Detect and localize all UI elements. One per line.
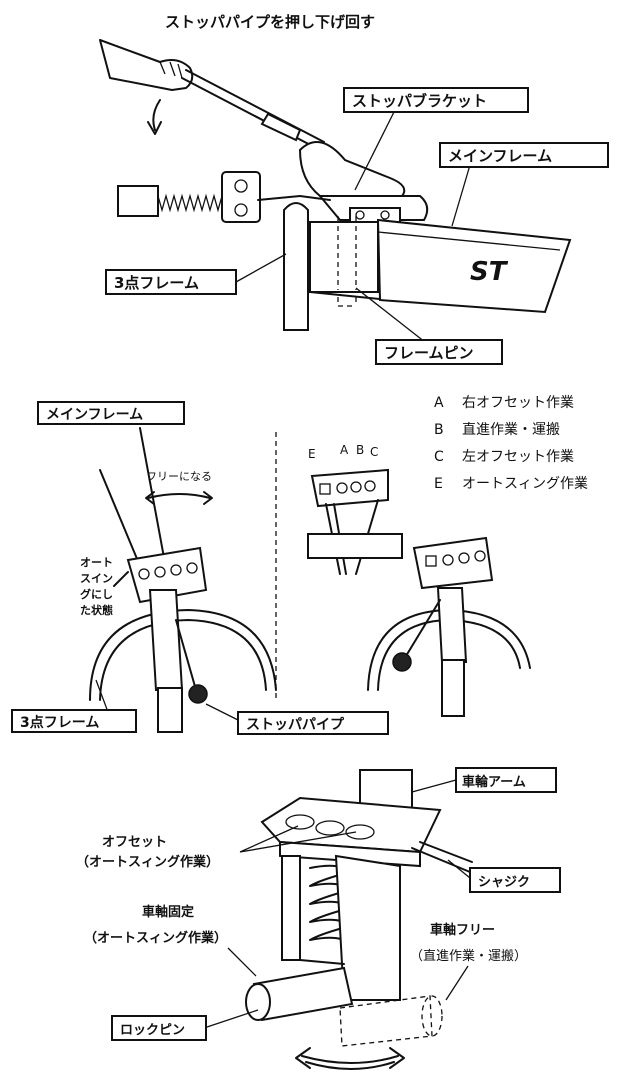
top-title: ストッパパイプを押し下げ回す	[165, 13, 375, 31]
svg-text:B: B	[434, 422, 444, 438]
hand-icon	[99, 39, 194, 91]
svg-text:3点フレーム: 3点フレーム	[20, 714, 99, 731]
down-arrow-icon	[147, 99, 162, 135]
spring-assembly	[281, 854, 401, 1001]
svg-text:メインフレーム: メインフレーム	[448, 147, 552, 165]
svg-text:スイン: スイン	[80, 572, 113, 585]
double-arrow-icon	[145, 491, 213, 505]
label-stopper-bracket: ストッパブラケット	[343, 87, 529, 113]
svg-text:ロックピン: ロックピン	[120, 1023, 185, 1038]
hole-plate-detail: E A B C	[307, 443, 403, 575]
lock-pin-free	[339, 995, 443, 1047]
label-3pt-frame-mid: 3点フレーム	[11, 709, 137, 733]
svg-text:車輪アーム: 車輪アーム	[462, 774, 526, 790]
lever-assembly-left	[148, 589, 208, 733]
cylinder-spring	[117, 171, 261, 223]
svg-text:（直進作業・運搬）: （直進作業・運搬）	[410, 948, 527, 964]
label-3pt-frame-top: 3点フレーム	[105, 269, 237, 295]
svg-text:（オートスィング作業）: （オートスィング作業）	[84, 930, 227, 946]
sector-plate-left	[113, 546, 208, 604]
svg-text:メインフレーム: メインフレーム	[46, 407, 143, 423]
stopper-bracket	[298, 141, 429, 223]
sector-plate-right	[412, 536, 494, 590]
three-point-frame-post	[257, 195, 331, 331]
svg-text:C: C	[434, 449, 444, 465]
svg-text:右オフセット作業: 右オフセット作業	[462, 395, 574, 411]
label-lock-pin: ロックピン	[111, 1015, 207, 1041]
legend: A 右オフセット作業 B 直進作業・運搬 C 左オフセット作業 E オートスィン…	[434, 395, 588, 492]
lock-pin-fixed	[245, 966, 354, 1022]
rotate-arrow-icon	[295, 1047, 405, 1070]
svg-text:フレームピン: フレームピン	[384, 344, 474, 362]
svg-text:直進作業・運搬: 直進作業・運搬	[462, 421, 560, 438]
svg-text:E: E	[308, 447, 316, 461]
svg-text:オート: オート	[80, 556, 113, 569]
svg-text:C: C	[370, 445, 378, 459]
logo-text: ST	[470, 257, 509, 287]
label-main-frame-top: メインフレーム	[439, 142, 609, 168]
axle-free-text: 車軸フリー （直進作業・運搬）	[410, 922, 527, 964]
svg-text:車軸固定: 車軸固定	[142, 904, 194, 920]
label-stopper-pipe: ストッパパイプ	[237, 711, 389, 735]
wheel-arch-left	[89, 609, 277, 701]
svg-text:A: A	[340, 443, 349, 457]
auto-swing-state-text: オート スイン グにし た状態	[80, 556, 113, 617]
svg-text:グにし: グにし	[80, 587, 113, 601]
axle-fixed-text: 車軸固定 （オートスィング作業）	[84, 904, 227, 946]
offset-plate	[260, 796, 442, 868]
svg-text:3点フレーム: 3点フレーム	[114, 274, 199, 292]
main-frame-beam: ST	[376, 218, 572, 314]
svg-text:左オフセット作業: 左オフセット作業	[462, 449, 574, 465]
svg-text:オートスィング作業: オートスィング作業	[462, 476, 588, 492]
svg-text:A: A	[434, 395, 444, 411]
stopper-pipe-top	[181, 69, 325, 151]
svg-text:（オートスィング作業）: （オートスィング作業）	[76, 854, 219, 870]
svg-text:オフセット: オフセット	[102, 835, 167, 850]
svg-text:た状態: た状態	[80, 603, 113, 617]
svg-text:ストッパパイプ: ストッパパイプ	[246, 717, 345, 733]
label-wheel-arm: 車輪アーム	[455, 767, 557, 793]
free-text: フリーになる	[146, 470, 212, 483]
svg-text:E: E	[434, 476, 443, 492]
svg-text:B: B	[356, 443, 364, 457]
lever-assembly-right	[392, 587, 468, 717]
label-shajiku: シャジク	[469, 867, 561, 893]
svg-text:ストッパブラケット: ストッパブラケット	[352, 92, 487, 110]
label-main-frame-mid: メインフレーム	[37, 401, 185, 425]
offset-text: オフセット （オートスィング作業）	[76, 835, 219, 870]
svg-text:シャジク: シャジク	[478, 875, 530, 890]
label-frame-pin: フレームピン	[375, 339, 503, 365]
svg-text:車軸フリー: 車軸フリー	[430, 922, 495, 938]
